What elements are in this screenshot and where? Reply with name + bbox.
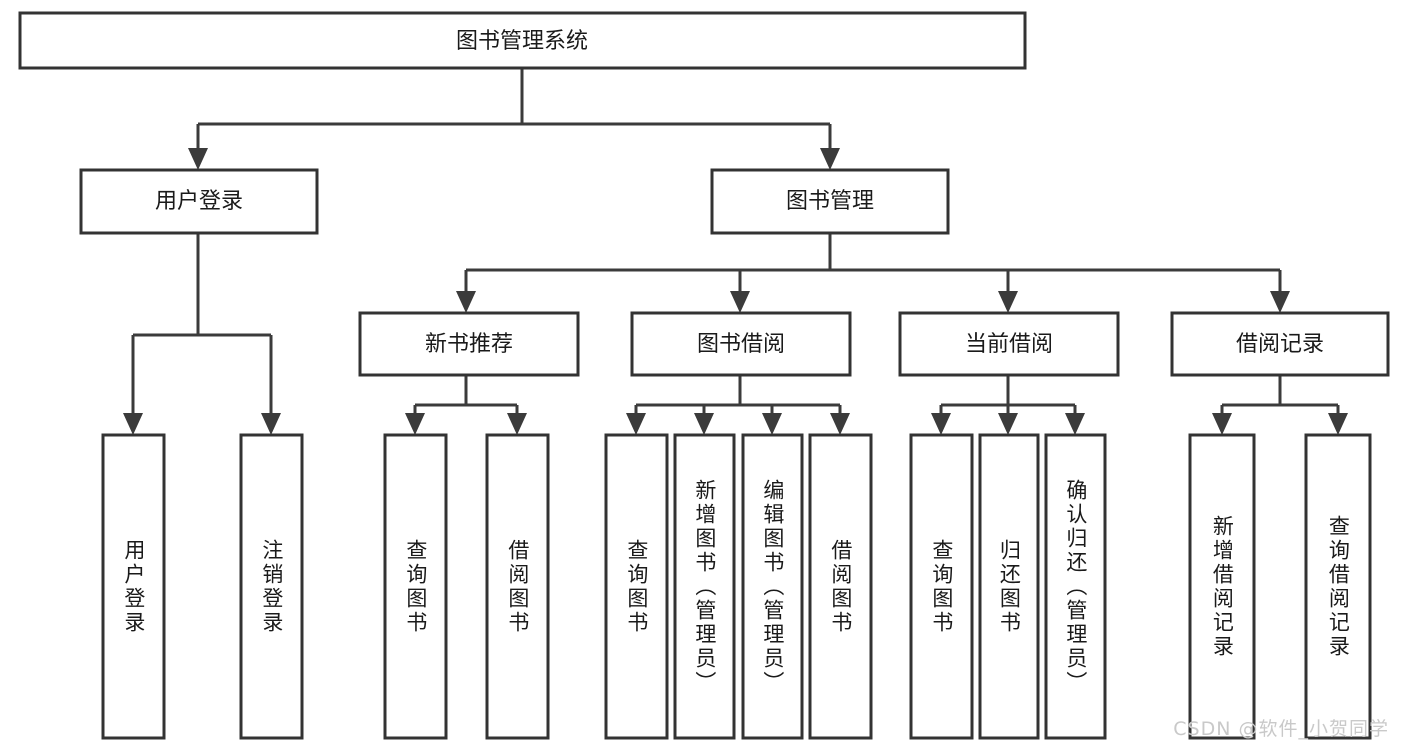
leaf-query-record-box[interactable] (1304, 433, 1372, 740)
arrowhead-leaf-query-book-1 (405, 413, 425, 435)
connectors-book-borrow-to-leaves (626, 375, 850, 435)
arrowhead-current-borrow (998, 291, 1018, 313)
node-current-borrow[interactable]: 当前借阅 (898, 311, 1120, 377)
node-book-manage-label: 图书管理 (786, 189, 874, 214)
arrowhead-leaf-logout-login (261, 413, 281, 435)
leaf-edit-book-box[interactable] (741, 433, 804, 740)
node-book-manage-box[interactable] (710, 168, 950, 235)
arrowhead-new-book-recommend (456, 291, 476, 313)
arrowhead-leaf-add-record (1212, 413, 1232, 435)
node-borrow-record-label: 借阅记录 (1236, 332, 1324, 357)
node-book-borrow-label: 图书借阅 (697, 332, 785, 357)
arrowhead-leaf-return-book (998, 413, 1018, 435)
arrowhead-leaf-query-book-2 (626, 413, 646, 435)
leaf-borrow-book-2-box[interactable] (808, 433, 873, 740)
arrowhead-leaf-confirm-return (1065, 413, 1085, 435)
arrowhead-leaf-query-record (1328, 413, 1348, 435)
leaf-add-book-box[interactable] (673, 433, 736, 740)
csdn-watermark: CSDN @软件_小贺同学 (1173, 718, 1389, 740)
leaf-boxes (101, 433, 1372, 740)
connectors-new-book-recommend-to-leaves (405, 375, 527, 435)
arrowhead-leaf-user-login (123, 413, 143, 435)
arrowhead-leaf-borrow-book-2 (830, 413, 850, 435)
leaf-confirm-return-box[interactable] (1044, 433, 1107, 740)
arrowhead-book-borrow (730, 291, 750, 313)
node-new-book-recommend-label: 新书推荐 (425, 332, 513, 357)
node-user-login-box[interactable] (79, 168, 319, 235)
leaf-query-book-2-box[interactable] (604, 433, 669, 740)
node-book-manage[interactable]: 图书管理 (710, 168, 950, 235)
connectors-root-to-level2 (188, 68, 840, 170)
node-borrow-record-box[interactable] (1170, 311, 1390, 377)
node-root[interactable]: 图书管理系统 (18, 11, 1027, 70)
arrowhead-borrow-record (1270, 291, 1290, 313)
leaf-borrow-book-1-box[interactable] (485, 433, 550, 740)
node-current-borrow-label: 当前借阅 (965, 332, 1053, 357)
connectors-current-borrow-to-leaves (931, 375, 1085, 435)
node-root-label: 图书管理系统 (456, 29, 588, 54)
leaf-user-login-box[interactable] (101, 433, 166, 740)
leaf-query-book-3-box[interactable] (909, 433, 974, 740)
leaf-logout-login-box[interactable] (239, 433, 304, 740)
node-new-book-recommend[interactable]: 新书推荐 (358, 311, 580, 377)
connectors-book-manage-to-level3 (456, 233, 1290, 313)
leaf-query-book-1-box[interactable] (383, 433, 448, 740)
node-borrow-record[interactable]: 借阅记录 (1170, 311, 1390, 377)
arrowhead-leaf-edit-book (762, 413, 782, 435)
node-book-borrow-box[interactable] (630, 311, 852, 377)
node-user-login[interactable]: 用户登录 (79, 168, 319, 235)
arrowhead-user-login (188, 148, 208, 170)
arrowhead-leaf-query-book-3 (931, 413, 951, 435)
leaf-return-book-box[interactable] (978, 433, 1040, 740)
node-user-login-label: 用户登录 (155, 189, 243, 214)
node-new-book-recommend-box[interactable] (358, 311, 580, 377)
node-root-box[interactable] (18, 11, 1027, 70)
arrowhead-book-manage (820, 148, 840, 170)
arrowhead-leaf-borrow-book-1 (507, 413, 527, 435)
arrowhead-leaf-add-book (694, 413, 714, 435)
node-book-borrow[interactable]: 图书借阅 (630, 311, 852, 377)
connectors-borrow-record-to-leaves (1212, 375, 1348, 435)
connectors-user-login-to-leaves (123, 233, 281, 435)
node-current-borrow-box[interactable] (898, 311, 1120, 377)
leaf-add-record-box[interactable] (1188, 433, 1256, 740)
